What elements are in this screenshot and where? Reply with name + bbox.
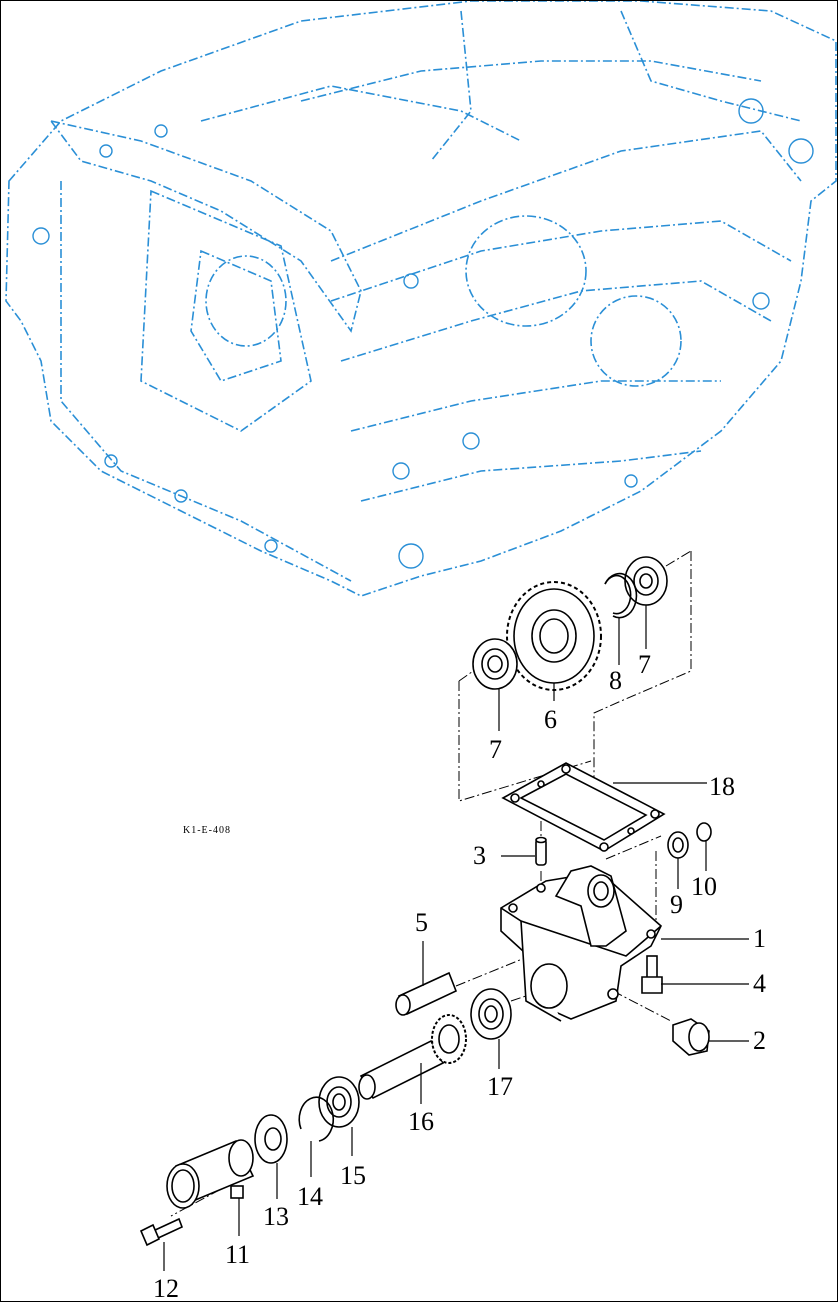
gear: [506, 581, 602, 691]
figure-code: K1-E-408: [183, 825, 231, 836]
callout-18: 18: [709, 772, 735, 801]
callout-6: 6: [544, 705, 557, 734]
callout-7-left: 7: [489, 735, 502, 764]
callout-14: 14: [297, 1182, 323, 1211]
callout-17: 17: [487, 1072, 513, 1101]
callout-13: 13: [263, 1202, 289, 1231]
leader-lines: [163, 605, 749, 1271]
bolt-12: [139, 1217, 184, 1247]
ring-10: [696, 822, 712, 842]
callout-15: 15: [340, 1161, 366, 1190]
callout-labels: 1 2 3 4 5 6 7 7 8 9 10 11 12 13 14 15 16…: [153, 650, 766, 1301]
callout-16: 16: [408, 1107, 434, 1136]
transmission-case-outline: [5, 1, 837, 597]
callout-10: 10: [691, 872, 717, 901]
bearing-15: [318, 1076, 360, 1128]
callout-4: 4: [753, 969, 766, 998]
oil-seal: [254, 1114, 288, 1164]
bolt-4: [641, 955, 663, 994]
bearing-upper-left: [472, 638, 518, 690]
callout-3: 3: [473, 841, 486, 870]
sleeve: [166, 1139, 255, 1209]
callout-11: 11: [225, 1240, 250, 1269]
dowel-pin: [535, 836, 547, 866]
callout-5: 5: [415, 908, 428, 937]
pin-5: [395, 971, 458, 1016]
bearing-upper-right: [624, 556, 668, 606]
snap-ring: [604, 572, 638, 619]
callout-8: 8: [609, 666, 622, 695]
callout-7-right: 7: [638, 650, 651, 679]
gasket: [501, 762, 666, 852]
callout-1: 1: [753, 924, 766, 953]
plug: [672, 1018, 710, 1056]
washer-9: [667, 831, 689, 859]
snap-ring-14: [298, 1096, 335, 1142]
gear-housing: [500, 865, 662, 1022]
bearing-17: [470, 988, 512, 1040]
callout-2: 2: [753, 1026, 766, 1055]
callout-12: 12: [153, 1274, 179, 1301]
pinion-shaft: [358, 1014, 467, 1100]
callout-9: 9: [670, 890, 683, 919]
